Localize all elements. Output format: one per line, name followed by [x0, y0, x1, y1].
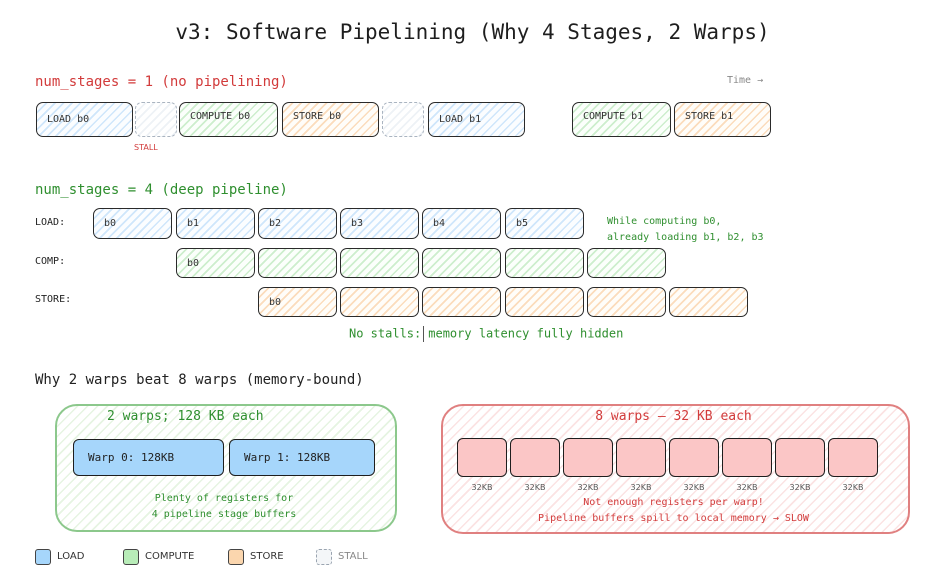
pipe-store-block [505, 287, 584, 317]
s1-store-b0: STORE b0 [282, 102, 379, 137]
legend-stall-label: STALL [338, 551, 368, 562]
two-warps-note-line1: Plenty of registers for [154, 493, 294, 504]
pipe-load-b4-label: b4 [433, 218, 446, 229]
warp-size-label: 32KB [577, 483, 599, 492]
s1-load-b1-label: LOAD b1 [439, 114, 482, 125]
legend-compute-swatch [123, 549, 139, 565]
eight-warps-note: Not enough registers per warp! Pipeline … [441, 495, 906, 527]
s1-load-b0-label: LOAD b0 [47, 114, 90, 125]
warp-32kb-box [616, 438, 666, 477]
s1-stall-1 [135, 102, 177, 137]
pipe-store-b0-label: b0 [269, 296, 282, 308]
s1-stall-2 [382, 102, 424, 137]
warp-size-label: 32KB [630, 483, 652, 492]
two-warps-note-line2: 4 pipeline stage buffers [151, 509, 297, 520]
eight-warps-title: 8 warps — 32 KB each [595, 409, 752, 424]
warp-size-label: 32KB [524, 483, 546, 492]
warp-0-label: Warp 0: 128KB [88, 451, 175, 464]
legend-store-label: STORE [250, 551, 284, 562]
warp-0-box: Warp 0: 128KB [73, 439, 224, 476]
pipeline-note: While computing b0, already loading b1, … [607, 214, 764, 246]
row-label-comp: COMP: [35, 256, 66, 267]
warp-32kb-box [775, 438, 825, 477]
warp-size-label: 32KB [842, 483, 864, 492]
pipe-load-b2: b2 [258, 208, 337, 239]
pipeline-note-line2: already loading b1, b2, b3 [607, 232, 764, 243]
row-label-store: STORE: [35, 294, 72, 305]
pipe-store-b0: b0 [258, 287, 337, 317]
warp-size-label: 32KB [789, 483, 811, 492]
pipe-comp-block [258, 248, 337, 278]
pipeline-footer-right: memory latency fully hidden [428, 326, 624, 341]
pipe-comp-block [587, 248, 666, 278]
pipe-store-block [669, 287, 748, 317]
s1-store-b1: STORE b1 [674, 102, 771, 137]
time-label: Time → [727, 75, 764, 86]
pipe-comp-block [340, 248, 419, 278]
warp-32kb-box [457, 438, 507, 477]
warp-32kb-box [563, 438, 613, 477]
pipe-store-block [422, 287, 501, 317]
legend-store-swatch [228, 549, 244, 565]
legend-stall-swatch [316, 549, 332, 565]
s1-load-b1: LOAD b1 [428, 102, 525, 137]
pipe-load-b3: b3 [340, 208, 419, 239]
pipe-store-block [340, 287, 419, 317]
pipe-comp-b0: b0 [176, 248, 255, 278]
pipe-load-b2-label: b2 [269, 218, 282, 229]
s1-compute-b1-label: COMPUTE b1 [583, 111, 644, 122]
warp-32kb-box [722, 438, 772, 477]
pipe-load-b5-label: b5 [516, 218, 529, 229]
pipeline-note-line1: While computing b0, [607, 216, 722, 227]
s1-compute-b0: COMPUTE b0 [179, 102, 278, 137]
warp-32kb-box [510, 438, 560, 477]
pipe-load-b1-label: b1 [187, 218, 200, 229]
warp-1-box: Warp 1: 128KB [229, 439, 375, 476]
two-warps-note: Plenty of registers for 4 pipeline stage… [55, 491, 393, 523]
pipe-load-b1: b1 [176, 208, 255, 239]
s1-store-b1-label: STORE b1 [685, 111, 734, 122]
row-label-load: LOAD: [35, 217, 66, 228]
warp-size-label: 32KB [471, 483, 493, 492]
pipeline-footer: No stalls: memory latency fully hidden [349, 326, 623, 342]
legend-load-swatch [35, 549, 51, 565]
pipe-comp-block [422, 248, 501, 278]
section3-heading: Why 2 warps beat 8 warps (memory-bound) [35, 372, 364, 388]
section1-heading: num_stages = 1 (no pipelining) [35, 74, 288, 90]
text-cursor-divider [423, 326, 425, 342]
legend-compute-label: COMPUTE [145, 551, 195, 562]
legend-load-label: LOAD [57, 551, 85, 562]
diagram-title: v3: Software Pipelining (Why 4 Stages, 2… [175, 20, 770, 44]
pipe-load-b4: b4 [422, 208, 501, 239]
pipe-load-b0: b0 [93, 208, 172, 239]
pipe-comp-b0-label: b0 [187, 257, 200, 269]
s1-compute-b1: COMPUTE b1 [572, 102, 671, 137]
warp-32kb-box [669, 438, 719, 477]
s1-compute-b0-label: COMPUTE b0 [190, 111, 251, 122]
s1-load-b0: LOAD b0 [36, 102, 133, 137]
pipe-load-b0-label: b0 [104, 218, 117, 229]
warp-size-label: 32KB [736, 483, 758, 492]
two-warps-title: 2 warps; 128 KB each [107, 409, 264, 424]
section2-heading: num_stages = 4 (deep pipeline) [35, 182, 288, 198]
warp-1-label: Warp 1: 128KB [244, 451, 331, 464]
eight-warps-note-line1: Not enough registers per warp! [583, 497, 764, 508]
pipeline-footer-left: No stalls: [349, 326, 422, 341]
pipe-load-b5: b5 [505, 208, 584, 239]
pipe-comp-block [505, 248, 584, 278]
warp-32kb-box [828, 438, 878, 477]
warp-size-label: 32KB [683, 483, 705, 492]
pipe-load-b3-label: b3 [351, 218, 364, 229]
s1-stall-label: STALL [134, 143, 158, 152]
pipe-store-block [587, 287, 666, 317]
eight-warps-note-line2: Pipeline buffers spill to local memory →… [538, 513, 809, 524]
s1-store-b0-label: STORE b0 [293, 111, 342, 122]
